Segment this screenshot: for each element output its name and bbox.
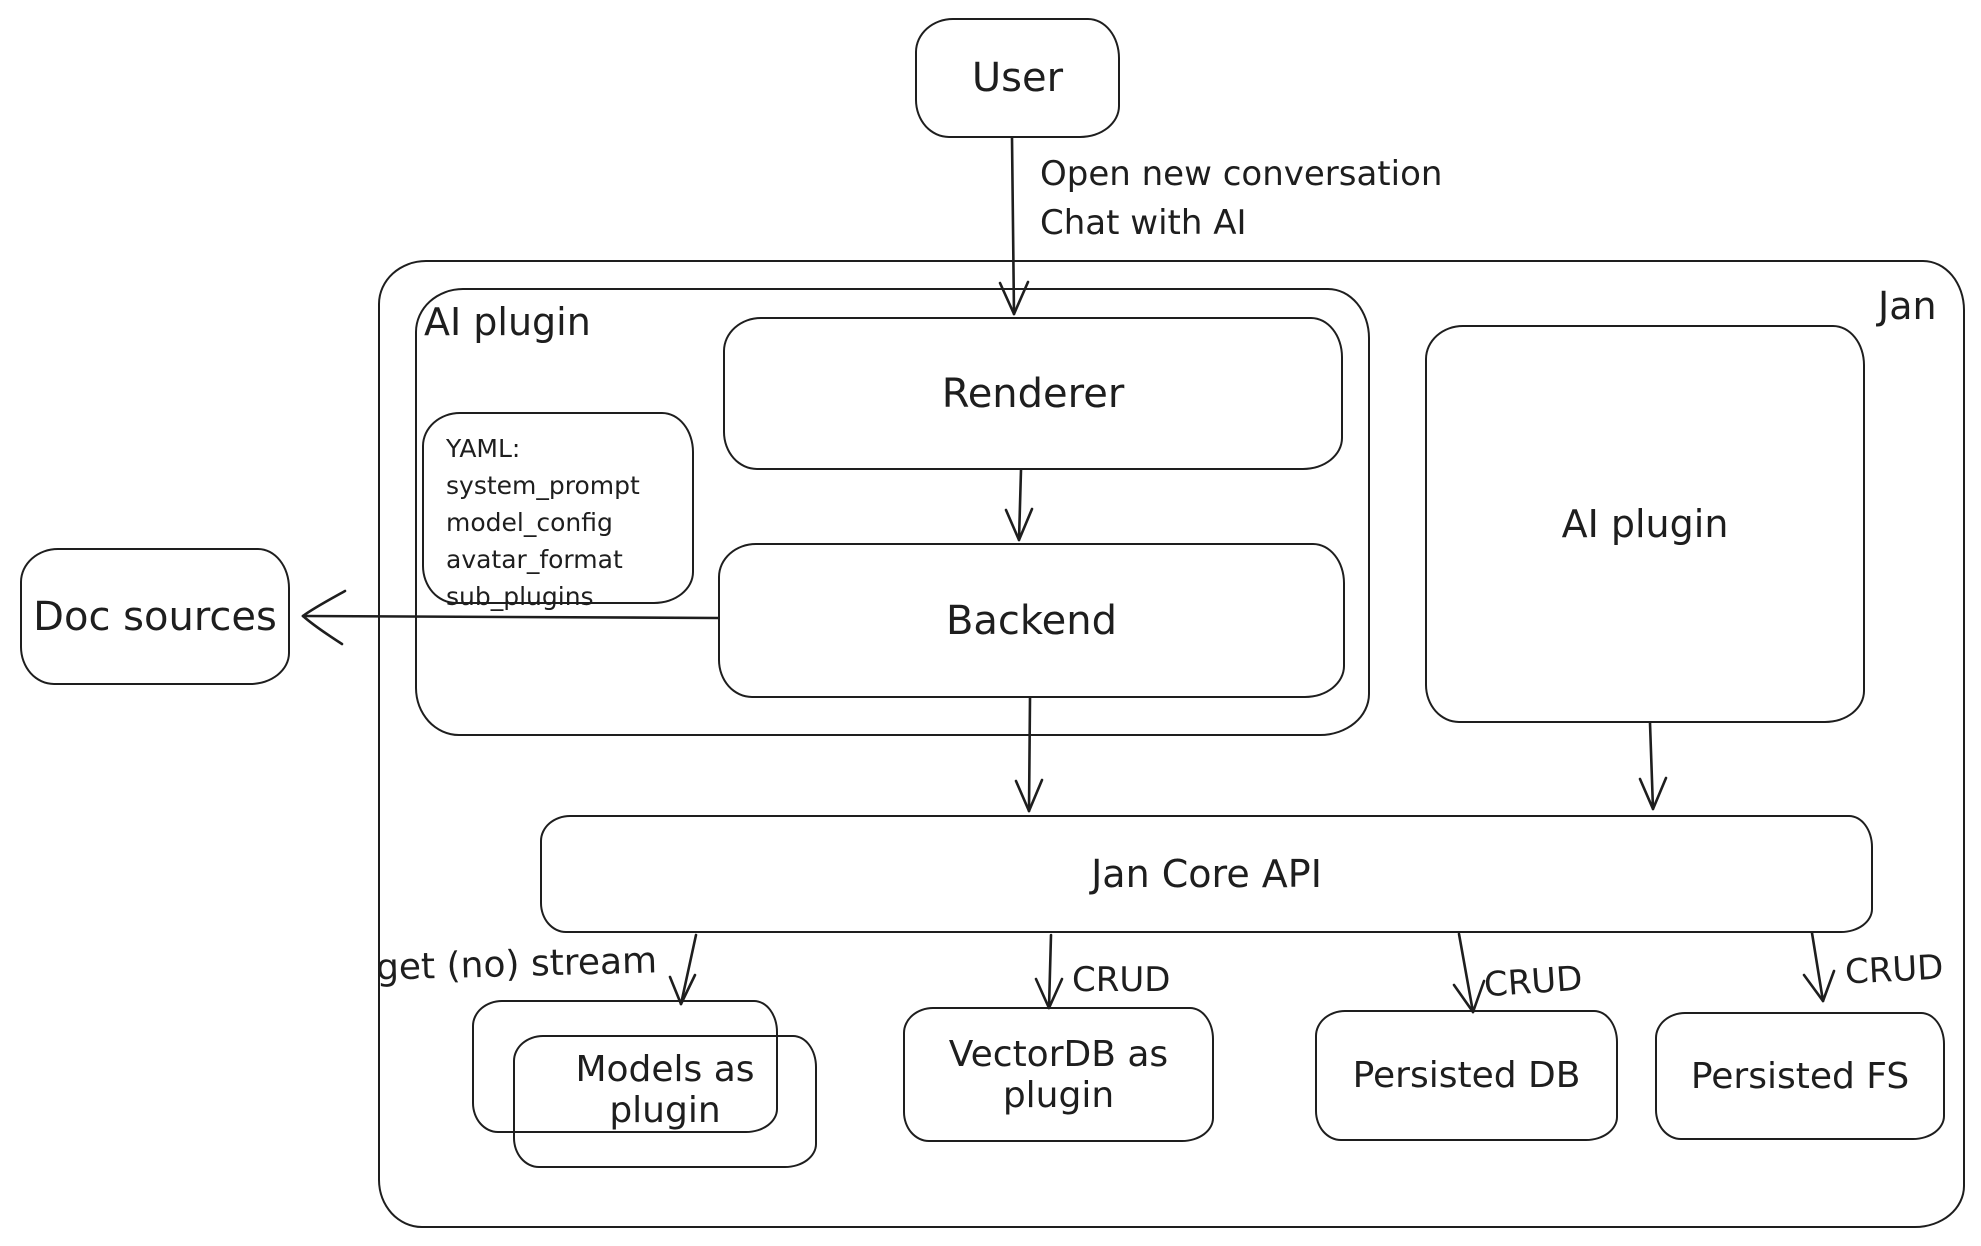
edge-label-crud-vectordb: CRUD <box>1072 960 1171 1000</box>
persisted-fs-node: Persisted FS <box>1655 1012 1945 1140</box>
edge-label-get-no-stream: get (no) stream <box>375 940 658 989</box>
yaml-note-text: YAML: system_prompt model_config avatar_… <box>446 434 640 611</box>
edge-label-open-conversation: Open new conversation Chat with AI <box>1040 154 1443 244</box>
edge-label-crud-persisted-db: CRUD <box>1482 958 1584 1006</box>
models-plugin-back-box <box>472 1000 778 1133</box>
models-plugin-node-label: Models as plugin <box>575 1048 755 1131</box>
ai-plugin-container-label: AI plugin <box>424 300 591 344</box>
persisted-db-node: Persisted DB <box>1315 1010 1618 1141</box>
ai-plugin-node: AI plugin <box>1425 325 1865 723</box>
user-node-label: User <box>971 55 1064 101</box>
yaml-note: YAML: system_prompt model_config avatar_… <box>422 412 694 611</box>
persisted-fs-node-label: Persisted FS <box>1690 1055 1910 1097</box>
jan-container <box>378 260 1965 1228</box>
vectordb-plugin-node: VectorDB as plugin <box>903 1007 1214 1142</box>
backend-node-label: Backend <box>945 597 1118 644</box>
doc-sources-node: Doc sources <box>20 548 290 685</box>
persisted-db-node-label: Persisted DB <box>1352 1055 1581 1096</box>
jan-core-api-node-label: Jan Core API <box>1091 852 1322 896</box>
edge-label-crud-persisted-fs: CRUD <box>1844 947 1945 993</box>
models-plugin-node: Models as plugin <box>513 1035 817 1168</box>
user-node: User <box>915 18 1120 138</box>
renderer-node-label: Renderer <box>941 370 1125 417</box>
jan-core-api-node: Jan Core API <box>540 815 1873 933</box>
vectordb-plugin-node-label: VectorDB as plugin <box>948 1033 1169 1116</box>
backend-node: Backend <box>718 543 1345 698</box>
doc-sources-node-label: Doc sources <box>33 593 277 640</box>
ai-plugin-container <box>415 288 1370 736</box>
renderer-node: Renderer <box>723 317 1343 470</box>
ai-plugin-node-label: AI plugin <box>1561 502 1729 546</box>
jan-container-label: Jan <box>1878 284 1937 328</box>
